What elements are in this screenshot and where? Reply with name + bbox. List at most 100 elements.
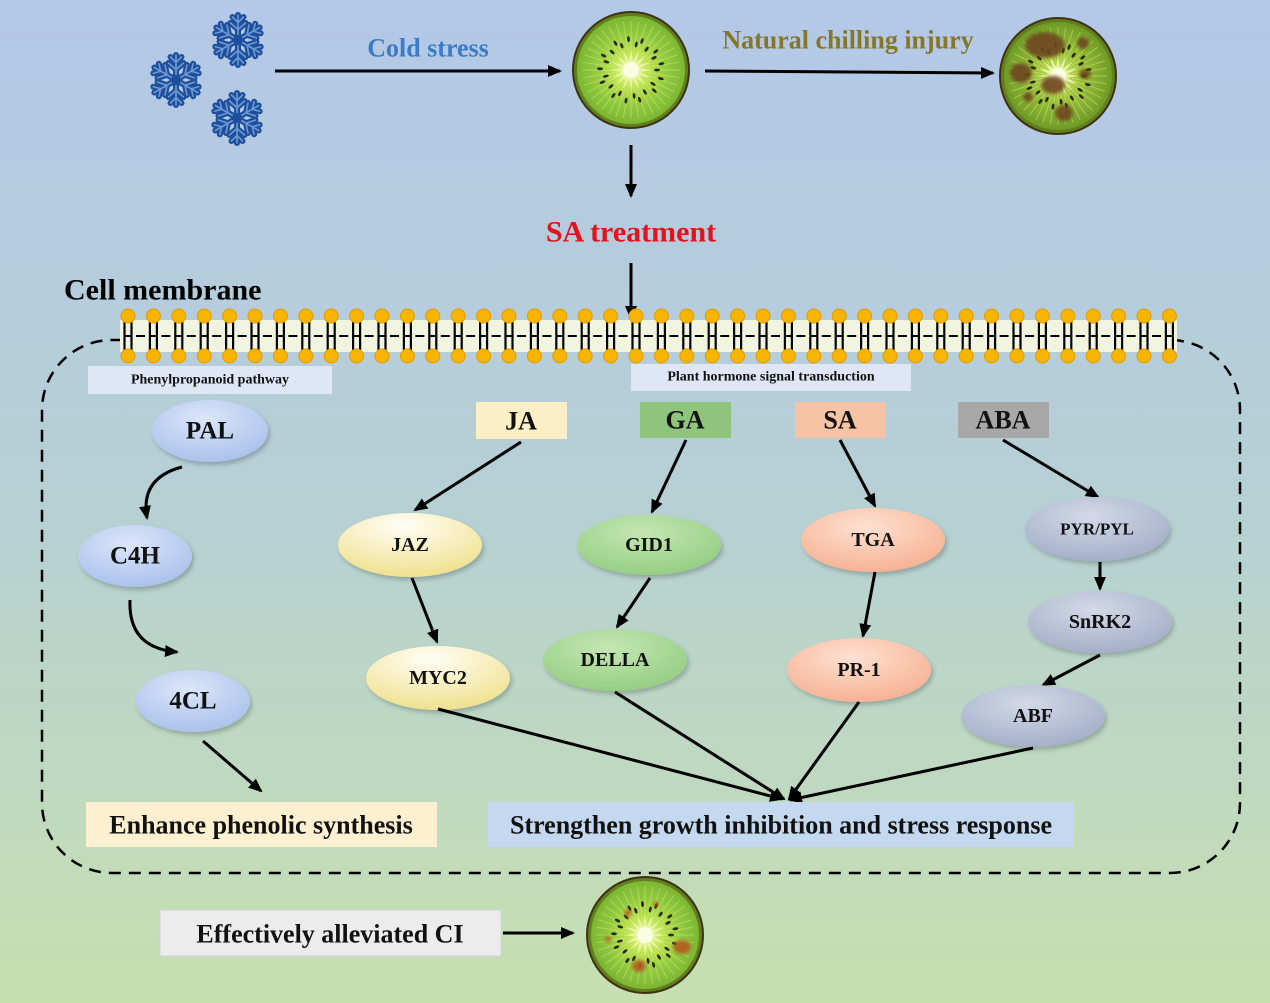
lipid-head	[831, 348, 847, 364]
arrow-aba-to-pyr-pyl	[1002, 438, 1100, 499]
lipid-head	[755, 308, 771, 324]
cell-membrane-label: Cell membrane	[64, 274, 261, 307]
lipid-head	[984, 348, 1000, 364]
lipid-head	[603, 348, 619, 364]
node-label-jaz: JAZ	[391, 534, 429, 556]
node-label-gid1: GID1	[625, 534, 673, 556]
node-myc2	[366, 646, 510, 710]
lipid-head	[272, 348, 288, 364]
lipid-head	[907, 308, 923, 324]
lipid-head	[1060, 308, 1076, 324]
snowflake-icon	[212, 12, 264, 68]
node-della	[543, 629, 687, 691]
arrow-ja-to-jaz	[413, 440, 522, 512]
arrow-4cl-to-phenolic	[202, 739, 263, 793]
lipid-head	[120, 308, 136, 324]
hormone-label-sa: SA	[823, 406, 856, 435]
lipid-head	[425, 308, 441, 324]
kiwifruit-slice-icon	[572, 11, 690, 129]
lipid-head	[1111, 308, 1127, 324]
lipid-head	[755, 348, 771, 364]
node-pr1	[787, 638, 931, 702]
lipid-head	[1085, 308, 1101, 324]
node-label-abf: ABF	[1013, 705, 1053, 727]
node-label-della: DELLA	[581, 649, 650, 671]
hormone-box-sa	[795, 402, 886, 438]
lipid-head	[272, 308, 288, 324]
lipid-head	[196, 308, 212, 324]
node-label-pr1: PR-1	[837, 659, 880, 681]
node-label-c4h: C4H	[110, 543, 161, 570]
node-4cl	[136, 670, 250, 732]
cold-stress-label: Cold stress	[367, 34, 489, 63]
snowflake-icon	[150, 52, 202, 108]
lipid-head	[501, 348, 517, 364]
hormone-signaling: JA JAZ MYC2 GA GID1 DELLA SA TGA PR-1 AB…	[338, 402, 1172, 847]
node-c4h	[78, 525, 192, 587]
lipid-head	[1085, 348, 1101, 364]
lipid-head	[552, 308, 568, 324]
node-pyr-pyl	[1025, 497, 1169, 561]
arrow-jaz-to-myc2	[410, 577, 439, 644]
arrow-c4h-to-4cl	[128, 599, 179, 657]
alleviated-kiwifruit-icon	[586, 876, 704, 994]
arrow-myc2-to-response	[437, 707, 784, 802]
lipid-head	[1034, 348, 1050, 364]
lipid-head	[120, 348, 136, 364]
arrow-abf-to-response	[788, 746, 1034, 804]
lipid-head	[526, 348, 542, 364]
hormone-label-box	[631, 364, 911, 391]
node-tga	[801, 508, 945, 572]
lipid-head	[1009, 348, 1025, 364]
lipid-head	[171, 308, 187, 324]
lipid-head	[1111, 348, 1127, 364]
node-gid1	[577, 515, 721, 575]
lipid-head	[730, 348, 746, 364]
lipid-head	[1161, 308, 1177, 324]
lipid-head	[857, 348, 873, 364]
lipid-head	[628, 308, 644, 324]
lipid-head	[323, 308, 339, 324]
lipid-head	[399, 308, 415, 324]
lipid-head	[653, 308, 669, 324]
lipid-head	[958, 308, 974, 324]
lipid-head	[526, 308, 542, 324]
lipid-head	[577, 348, 593, 364]
node-pal	[152, 400, 268, 462]
lipid-head	[679, 308, 695, 324]
lipid-head	[857, 308, 873, 324]
lipid-head	[552, 348, 568, 364]
hormone-box-aba	[958, 402, 1049, 438]
snowflake-icon	[211, 90, 263, 146]
arrow-pr1-to-response	[787, 701, 861, 801]
lipid-head	[450, 348, 466, 364]
lipid-head	[1136, 308, 1152, 324]
arrow-gid1-to-della	[615, 577, 652, 629]
response-outcome-box	[488, 802, 1074, 847]
lipid-head	[476, 348, 492, 364]
lipid-head	[298, 348, 314, 364]
lipid-bilayer	[120, 308, 1177, 364]
lipid-head	[577, 308, 593, 324]
lipid-head	[628, 348, 644, 364]
lipid-head	[425, 348, 441, 364]
lipid-head	[399, 348, 415, 364]
lipid-head	[450, 308, 466, 324]
lipid-head	[222, 348, 238, 364]
phenylpropanoid-pathway-title: Phenylpropanoid pathway	[131, 373, 289, 388]
lipid-head	[780, 308, 796, 324]
hormone-box-ga	[640, 402, 731, 438]
phenylpropanoid-label-box	[88, 366, 332, 394]
lipid-head	[247, 348, 263, 364]
lipid-head	[196, 348, 212, 364]
arrow-kiwifruit-to-injury	[704, 66, 995, 79]
lipid-head	[1034, 308, 1050, 324]
lipid-head	[1060, 348, 1076, 364]
lipid-head	[349, 348, 365, 364]
lipid-head	[374, 308, 390, 324]
arrow-snrk2-to-abf	[1041, 653, 1101, 687]
lipid-head	[882, 348, 898, 364]
lipid-head	[145, 348, 161, 364]
node-label-myc2: MYC2	[409, 667, 467, 689]
lipid-head	[653, 348, 669, 364]
